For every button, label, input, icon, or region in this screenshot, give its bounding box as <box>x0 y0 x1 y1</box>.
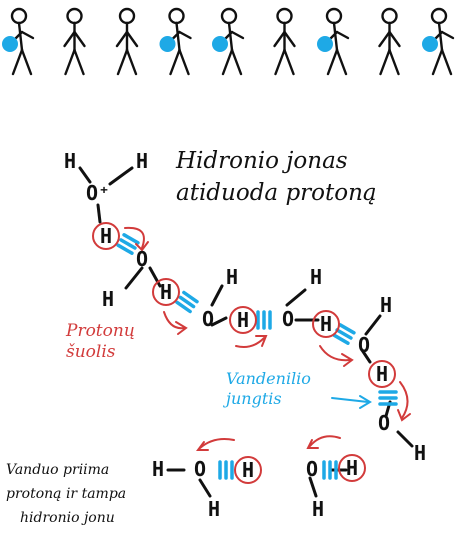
title: Hidronio jonas atiduoda protoną <box>176 148 377 207</box>
stick-figure <box>323 7 350 76</box>
bond-line <box>360 348 372 364</box>
stick-figure <box>166 7 192 76</box>
proton-ball <box>2 36 18 52</box>
atom-o: O <box>136 247 148 271</box>
hbond-line-1: Vandenilio <box>226 369 311 388</box>
title-line-1: Hidronio jonas <box>176 148 348 174</box>
atom-h: H <box>380 293 392 317</box>
result-line-3: hidronio jonu <box>20 510 115 527</box>
hbond-line-2: jungtis <box>226 388 282 408</box>
proton-circle <box>312 310 340 338</box>
atom-h: H <box>102 287 114 311</box>
proton-ball <box>422 36 438 52</box>
proton-ball <box>317 36 333 52</box>
bond-line <box>78 166 92 184</box>
bond-line <box>198 478 212 498</box>
bond-line <box>308 476 318 498</box>
atom-o: O <box>306 457 318 481</box>
proton-circle <box>338 454 366 482</box>
atom-h: H <box>64 149 76 173</box>
proton-jump-label: Protonų šuolis <box>66 322 135 361</box>
bond-line <box>210 284 224 307</box>
stick-figure <box>115 7 139 76</box>
proton-circle <box>152 278 180 306</box>
proton-jump-line-1: Protonų <box>66 321 135 341</box>
stick-figure-row <box>2 7 455 76</box>
bond-line <box>108 166 134 186</box>
proton-circle <box>229 306 257 334</box>
atom-o: O <box>378 411 390 435</box>
atom-h: H <box>320 312 332 336</box>
atom-h: H <box>152 457 164 481</box>
bond-line <box>396 430 414 448</box>
proton-jump-arrow <box>399 381 409 419</box>
title-line-2: atiduoda protoną <box>176 180 377 207</box>
atom-h: H <box>237 308 249 332</box>
bond-line <box>124 266 144 290</box>
stick-figure <box>378 7 401 76</box>
proton-ball <box>159 36 176 52</box>
hbond-pointer-arrow <box>331 397 369 403</box>
atom-h: H <box>242 458 254 482</box>
proton-jump-arrow <box>199 438 235 449</box>
atom-o: O <box>282 307 294 331</box>
atom-h: H <box>376 362 388 386</box>
atom-o: O <box>194 457 206 481</box>
atom-h: H <box>208 497 220 521</box>
stick-figure <box>428 7 455 76</box>
atom-h: H <box>310 265 322 289</box>
proton-jump-arrow <box>319 345 351 362</box>
result-line-2: protoną ir tampa <box>6 486 127 503</box>
proton-circle <box>234 456 262 484</box>
bond-line <box>210 316 228 327</box>
atom-h: H <box>346 456 358 480</box>
proton-jump-arrow <box>163 311 185 330</box>
proton-circle <box>368 360 396 388</box>
bond-line <box>285 288 307 307</box>
bond-line <box>148 266 162 288</box>
atom-o-plus: O⁺ <box>86 181 110 205</box>
atom-h: H <box>312 497 324 521</box>
atom-h: H <box>414 441 426 465</box>
bond-line <box>96 203 102 224</box>
proton-ball <box>212 36 228 52</box>
result-label: Vanduo priima protoną ir tampa hidronio … <box>6 462 126 526</box>
atom-h: H <box>226 265 238 289</box>
proton-jump-arrow <box>235 337 265 348</box>
proton-circle <box>92 222 120 250</box>
atom-o: O <box>202 307 214 331</box>
atom-o: O <box>358 333 370 357</box>
bond-line <box>364 314 382 336</box>
atom-h: H <box>136 149 148 173</box>
atom-h: H <box>160 280 172 304</box>
proton-jump-arrow <box>309 435 341 447</box>
result-line-1: Vanduo priima <box>6 462 110 478</box>
stick-figure <box>218 7 245 76</box>
proton-jump-line-2: šuolis <box>66 341 116 362</box>
atom-h: H <box>100 224 112 248</box>
stick-figure <box>63 7 86 76</box>
hbond-label: Vandenilio jungtis <box>226 370 311 407</box>
stick-figure <box>273 7 296 76</box>
proton-jump-arrow <box>124 226 145 249</box>
